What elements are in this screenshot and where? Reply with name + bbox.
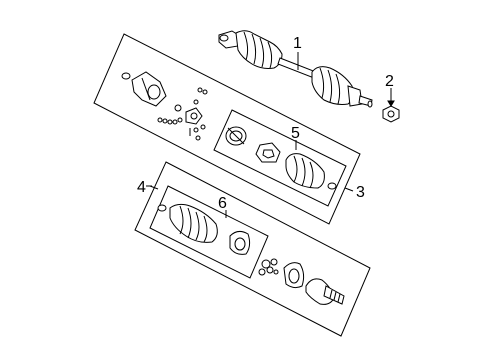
- tripod-spider[interactable]: [258, 258, 279, 276]
- outer-joint-kit-frame: [93, 33, 361, 225]
- axle-shaft-assembly[interactable]: [218, 30, 373, 108]
- inner-tripot-stub[interactable]: [305, 278, 345, 305]
- callout-2: 2: [385, 73, 394, 90]
- callout-6: 6: [218, 195, 227, 212]
- outer-boot[interactable]: [285, 153, 337, 190]
- inner-boot-kit-frame: [149, 185, 269, 279]
- callout-1: 1: [293, 35, 302, 52]
- hub-nut[interactable]: [382, 88, 400, 123]
- callout-3: 3: [356, 184, 365, 201]
- outer-boot-kit-frame: [213, 109, 347, 207]
- inner-boot-clamp-large[interactable]: [229, 230, 251, 255]
- outer-cv-joint[interactable]: [121, 71, 167, 107]
- callout-4: 4: [137, 179, 146, 196]
- inner-joint-housing[interactable]: [283, 262, 305, 289]
- callout-5: 5: [291, 125, 300, 142]
- inner-boot[interactable]: [169, 203, 218, 243]
- cage-race: [185, 107, 206, 141]
- outer-boot-ring[interactable]: [255, 142, 281, 163]
- ball-bearings: [157, 87, 208, 125]
- inner-boot-clamp-small[interactable]: [157, 204, 167, 212]
- outer-boot-clamp[interactable]: [225, 126, 247, 146]
